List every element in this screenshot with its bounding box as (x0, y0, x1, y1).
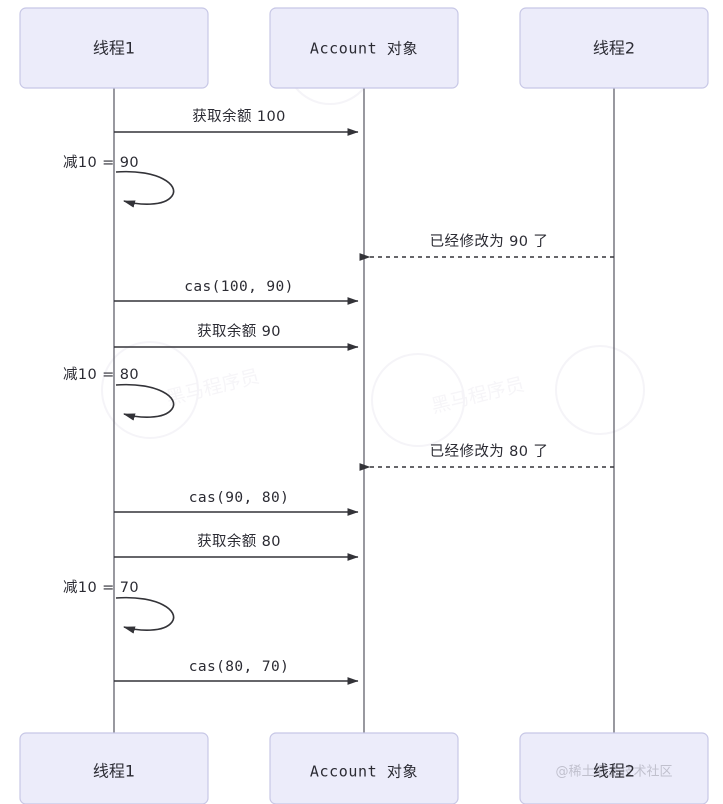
watermark-label: @稀土掘金技术社区 (555, 764, 672, 780)
message-cas-80-70[interactable]: cas(80, 70) (114, 659, 359, 685)
actor-header-account[interactable]: Account 对象 (269, 7, 459, 89)
message-label-get-balance-80: 获取余额 80 (197, 532, 281, 550)
actor-footer-account[interactable]: Account 对象 (269, 732, 459, 804)
actor-footer-thread2[interactable]: @稀土掘金技术社区 线程2 (519, 732, 709, 804)
self-message-arc-subtract-10-70[interactable] (115, 596, 175, 634)
return-message-label-modified-90: 已经修改为 90 了 (430, 233, 549, 250)
actor-label-footer-thread2: 线程2 (593, 762, 635, 781)
actor-label-footer-thread1: 线程1 (93, 762, 135, 781)
actor-header-thread1[interactable]: 线程1 (19, 7, 209, 89)
self-message-subtract-10-90[interactable]: 减10 = 90 (63, 154, 175, 208)
self-message-label-subtract-10-80: 减10 = 80 (63, 366, 139, 383)
actor-box-thread1[interactable] (19, 7, 209, 89)
lifelines (113, 88, 615, 733)
message-cas-90-80[interactable]: cas(90, 80) (114, 490, 359, 516)
message-get-balance-90[interactable]: 获取余额 90 (114, 322, 359, 351)
actor-box-account[interactable] (269, 7, 459, 89)
message-cas-100-90[interactable]: cas(100, 90) (114, 279, 359, 305)
return-message-label-modified-80: 已经修改为 80 了 (430, 443, 549, 460)
message-get-balance-100[interactable]: 获取余额 100 (114, 107, 359, 136)
message-label-cas-80-70: cas(80, 70) (189, 659, 289, 675)
self-message-subtract-10-70[interactable]: 减10 = 70 (63, 579, 175, 634)
actor-label-thread1: 线程1 (93, 39, 135, 58)
message-label-get-balance-90: 获取余额 90 (197, 322, 281, 340)
actor-label-footer-account: Account 对象 (310, 763, 418, 781)
ghost-watermark-label: 黑马程序员 (164, 365, 262, 409)
self-message-arc-subtract-10-90[interactable] (115, 170, 175, 208)
return-message-modified-80[interactable]: 已经修改为 80 了 (359, 443, 614, 471)
self-message-arc-subtract-10-80[interactable] (115, 383, 175, 421)
message-label-get-balance-100: 获取余额 100 (192, 107, 286, 125)
actor-label-thread2: 线程2 (593, 39, 635, 58)
self-message-label-subtract-10-90: 减10 = 90 (63, 154, 139, 171)
message-get-balance-80[interactable]: 获取余额 80 (114, 532, 359, 561)
actor-box-footer-thread2[interactable] (519, 732, 709, 804)
actor-label-account: Account 对象 (310, 40, 418, 58)
return-message-modified-90[interactable]: 已经修改为 90 了 (359, 233, 614, 261)
ghost-watermark-label-2: 黑马程序员 (429, 373, 527, 417)
message-label-cas-100-90: cas(100, 90) (184, 279, 294, 295)
self-message-label-subtract-10-70: 减10 = 70 (63, 579, 139, 596)
actor-header-thread2[interactable]: 线程2 (519, 7, 709, 89)
actor-box-thread2[interactable] (519, 7, 709, 89)
actor-box-footer-account[interactable] (269, 732, 459, 804)
message-label-cas-90-80: cas(90, 80) (189, 490, 289, 506)
self-message-subtract-10-80[interactable]: 减10 = 80 (63, 366, 175, 421)
actor-box-footer-thread1[interactable] (19, 732, 209, 804)
actor-footer-thread1[interactable]: 线程1 (19, 732, 209, 804)
